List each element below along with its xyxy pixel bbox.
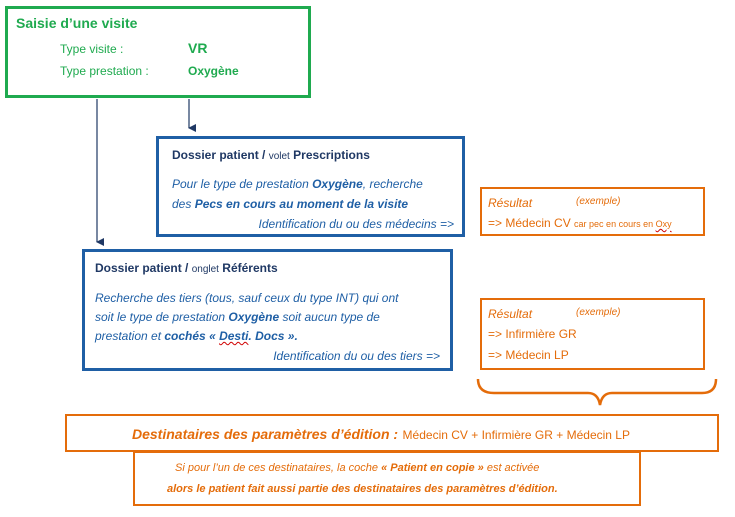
referents-l3-a: prestation et xyxy=(95,329,165,343)
note-line-2: alors le patient fait aussi partie des d… xyxy=(167,483,558,495)
destinataires-list: Médecin CV + Infirmière GR + Médecin LP xyxy=(402,428,630,442)
prescriptions-box: Dossier patient / volet Prescriptions Po… xyxy=(156,136,465,237)
referents-box: Dossier patient / onglet Référents Reche… xyxy=(82,249,453,371)
referents-line-2: soit le type de prestation Oxygène soit … xyxy=(95,310,380,324)
result-2-line-1: => Infirmière GR xyxy=(488,327,577,341)
result-1-line: => Médecin CV car pec en cours en Oxy xyxy=(488,216,672,230)
note-l1-c: est activée xyxy=(483,462,540,474)
prescriptions-line-3: Identification du ou des médecins => xyxy=(258,217,454,231)
referents-l3-d: . Docs ». xyxy=(248,329,298,343)
referents-head-small: onglet xyxy=(191,264,219,275)
prescriptions-l2-b: Pecs en cours au moment de la visite xyxy=(194,197,409,211)
referents-line-1: Recherche des tiers (tous, sauf ceux du … xyxy=(95,291,399,305)
type-visite-label: Type visite : xyxy=(60,42,124,56)
result-2-header: Résultat (exemple) xyxy=(488,305,620,323)
referents-header: Dossier patient / onglet Référents xyxy=(95,261,278,275)
referents-line-3: prestation et cochés « Desti. Docs ». xyxy=(95,329,298,343)
destinataires-title: Destinataires des paramètres d’édition : xyxy=(132,426,399,442)
prescriptions-l2-a: des xyxy=(172,197,195,211)
saisie-title: Saisie d’une visite xyxy=(16,15,138,31)
prescriptions-l1-b: Oxygène xyxy=(312,177,363,191)
referents-l2-b: Oxygène xyxy=(228,310,280,324)
result-2-box: Résultat (exemple) => Infirmière GR => M… xyxy=(480,298,705,370)
prescriptions-head-end: Prescriptions xyxy=(293,148,370,162)
result-1-line-small: car pec en cours en xyxy=(574,219,656,229)
result-2-title: Résultat xyxy=(488,307,533,321)
note-l2: alors le patient fait aussi partie des d… xyxy=(167,483,558,495)
prescriptions-head-bold: Dossier patient / xyxy=(172,148,266,162)
destinataires-line: Destinataires des paramètres d’édition :… xyxy=(132,426,630,444)
referents-l3-b: cochés « xyxy=(164,329,220,343)
result-1-line-a: => Médecin CV xyxy=(488,216,575,230)
prescriptions-head-small: volet xyxy=(268,151,290,162)
result-1-header: Résultat (exemple) xyxy=(488,194,620,212)
referents-head-end: Référents xyxy=(222,261,278,275)
result-1-box: Résultat (exemple) => Médecin CV car pec… xyxy=(480,187,705,236)
note-box: Si pour l’un de ces destinataires, la co… xyxy=(133,451,641,506)
note-l1-a: Si pour l’un de ces destinataires, la co… xyxy=(175,462,382,474)
type-visite-value: VR xyxy=(188,40,208,56)
result-1-title: Résultat xyxy=(488,196,533,210)
referents-l2-c: soit aucun type de xyxy=(279,310,380,324)
saisie-visite-box: Saisie d’une visite Type visite : VR Typ… xyxy=(5,6,311,98)
result-1-example: (exemple) xyxy=(576,196,621,207)
referents-l2-a: soit le type de prestation xyxy=(95,310,229,324)
prescriptions-line-2: des Pecs en cours au moment de la visite xyxy=(172,197,408,211)
result-2-example: (exemple) xyxy=(576,307,621,318)
result-1-line-oxy: Oxy xyxy=(655,219,672,229)
type-prestation-value: Oxygène xyxy=(188,64,239,78)
prescriptions-header: Dossier patient / volet Prescriptions xyxy=(172,148,370,162)
destinataires-box: Destinataires des paramètres d’édition :… xyxy=(65,414,719,452)
referents-head-bold: Dossier patient / xyxy=(95,261,189,275)
note-l1-b: « Patient en copie » xyxy=(381,462,484,474)
referents-l3-c: Desti xyxy=(219,329,249,343)
prescriptions-l1-a: Pour le type de prestation xyxy=(172,177,313,191)
result-2-line-2: => Médecin LP xyxy=(488,348,569,362)
prescriptions-l1-c: , recherche xyxy=(362,177,423,191)
referents-line-4: Identification du ou des tiers => xyxy=(273,349,440,363)
type-prestation-label: Type prestation : xyxy=(60,64,149,78)
prescriptions-line-1: Pour le type de prestation Oxygène, rech… xyxy=(172,177,423,191)
curly-brace xyxy=(476,378,718,406)
note-line-1: Si pour l’un de ces destinataires, la co… xyxy=(175,462,539,474)
